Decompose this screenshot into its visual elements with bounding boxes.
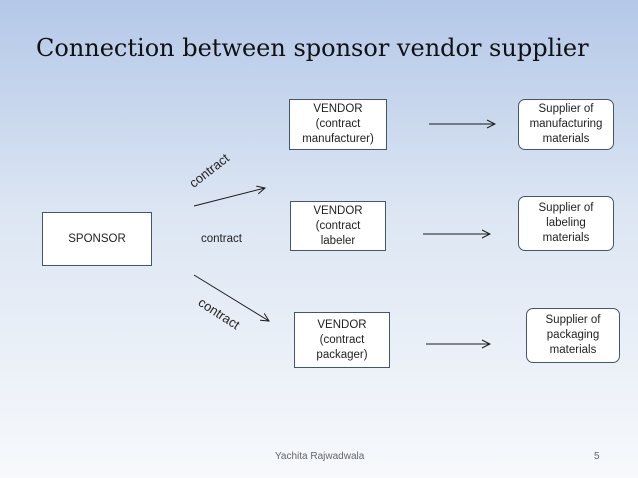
supplier-packaging-line-3: materials	[549, 344, 597, 356]
vendor-box-manufacturer: VENDOR (contract manufacturer)	[289, 99, 387, 150]
supplier-labeling-line-3: materials	[542, 232, 590, 244]
supplier-packaging-line-2: packaging	[546, 329, 600, 341]
supplier-box-manufacturing: Supplier of manufacturing materials	[518, 99, 614, 150]
vendor-box-labeler: VENDOR (contract labeler	[290, 201, 386, 251]
vendor-labeler-line-2: (contract	[315, 219, 361, 232]
footer-author: Yachita Rajwadwala	[275, 451, 365, 462]
vendor-manufacturer-line-2: (contract	[315, 118, 361, 130]
supplier-manufacturing-line-1: Supplier of	[538, 103, 594, 115]
vendor-packager-line-2: (contract	[319, 333, 365, 346]
vendor-manufacturer-line-3: manufacturer)	[302, 133, 374, 145]
supplier-labeling-line-2: labeling	[546, 217, 586, 229]
supplier-box-labeling: Supplier of labeling materials	[518, 196, 614, 251]
vendor-manufacturer-line-1: VENDOR	[313, 103, 363, 115]
footer-page-number: 5	[594, 451, 600, 462]
arrow-sponsor-to-vendor-lower	[193, 274, 269, 321]
supplier-box-packaging: Supplier of packaging materials	[526, 308, 620, 363]
arrow-sponsor-to-vendor-upper	[193, 188, 265, 207]
vendor-labeler-line-3: labeler	[320, 234, 356, 247]
supplier-packaging-line-1: Supplier of	[545, 314, 601, 326]
supplier-manufacturing-line-3: materials	[542, 133, 590, 145]
supplier-labeling-line-1: Supplier of	[538, 202, 594, 214]
supplier-manufacturing-line-2: manufacturing	[529, 118, 603, 130]
vendor-packager-line-1: VENDOR	[317, 318, 367, 331]
contract-label-middle: contract	[201, 233, 242, 245]
vendor-box-packager: VENDOR (contract packager)	[294, 312, 390, 368]
vendor-packager-line-3: packager)	[316, 348, 368, 361]
sponsor-box: SPONSOR	[42, 212, 152, 266]
sponsor-label: SPONSOR	[68, 232, 126, 245]
vendor-labeler-line-1: VENDOR	[313, 204, 363, 217]
slide-title: Connection between sponsor vendor suppli…	[36, 34, 589, 62]
